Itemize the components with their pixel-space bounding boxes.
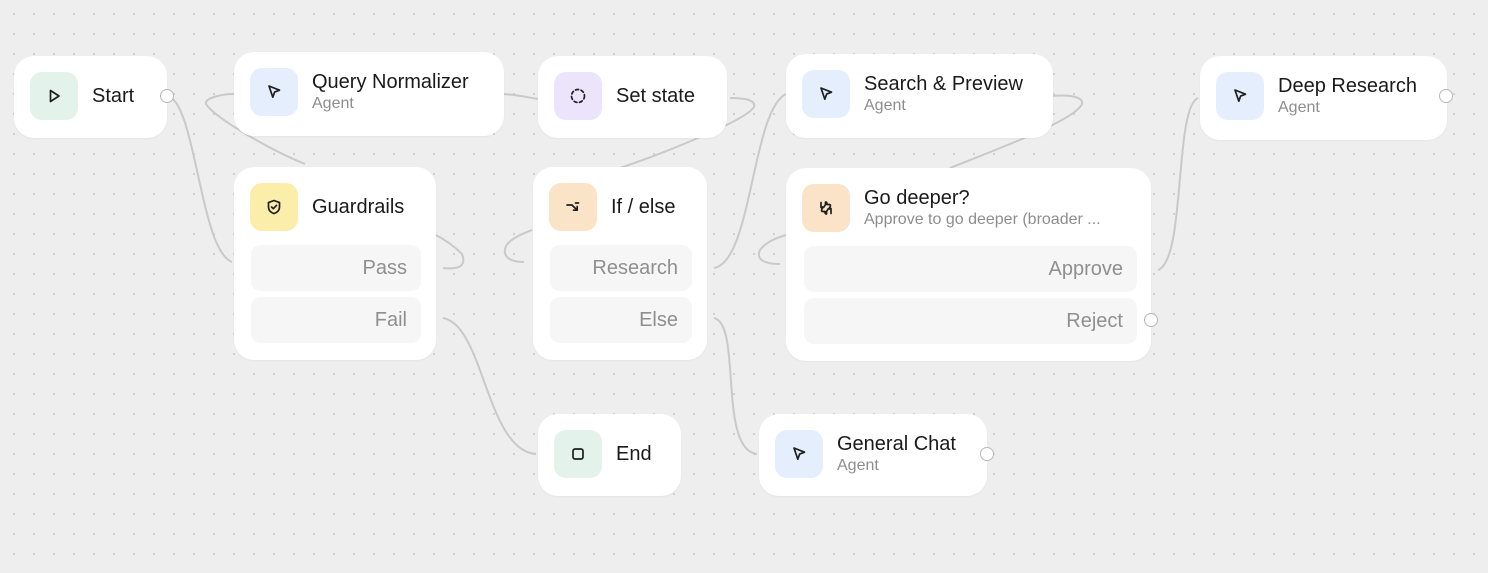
cursor-icon <box>802 70 850 118</box>
branch-else[interactable]: Else <box>550 297 692 343</box>
node-subtitle: Agent <box>837 457 879 474</box>
edge-fail-to-end <box>442 317 537 455</box>
cursor-icon <box>1216 72 1264 120</box>
start-output-port[interactable] <box>160 89 174 103</box>
node-subtitle: Agent <box>1278 99 1320 116</box>
node-subtitle: Approve to go deeper (broader ... <box>864 211 1101 228</box>
node-if-else[interactable]: If / else Research Else <box>533 167 707 360</box>
node-title: If / else <box>611 196 676 218</box>
play-icon <box>30 72 78 120</box>
edge-if-else-to-pass <box>503 229 533 263</box>
stop-square-icon <box>554 430 602 478</box>
node-title: Guardrails <box>312 196 405 218</box>
node-end[interactable]: End <box>538 414 681 496</box>
node-title: Search & Preview <box>864 73 1023 95</box>
node-start[interactable]: Start <box>14 56 167 138</box>
node-query-normalizer[interactable]: Query Normalizer Agent <box>234 52 504 136</box>
branch-reject[interactable]: Reject <box>804 298 1137 344</box>
node-general-chat[interactable]: General Chat Agent <box>759 414 987 496</box>
deep-research-output-port[interactable] <box>1439 89 1453 103</box>
node-title: End <box>616 443 652 465</box>
node-go-deeper[interactable]: Go deeper? Approve to go deeper (broader… <box>786 168 1151 361</box>
thumbs-icon <box>802 184 850 232</box>
node-title: General Chat <box>837 433 956 455</box>
edge-start-to-guardrails <box>167 95 233 263</box>
node-search-preview[interactable]: Search & Preview Agent <box>786 54 1053 138</box>
reject-output-port[interactable] <box>1144 313 1158 327</box>
branch-fail[interactable]: Fail <box>251 297 421 343</box>
branch-approve[interactable]: Approve <box>804 246 1137 292</box>
general-chat-output-port[interactable] <box>980 447 994 461</box>
node-title: Set state <box>616 85 695 107</box>
edge-else-to-general-chat <box>713 317 758 455</box>
node-title: Go deeper? <box>864 187 970 209</box>
node-set-state[interactable]: Set state <box>538 56 727 138</box>
edge-query-normalizer-to-set-state <box>502 93 539 100</box>
edge-approve-to-go-deeper <box>757 234 787 265</box>
node-deep-research[interactable]: Deep Research Agent <box>1200 56 1447 140</box>
node-subtitle: Agent <box>864 97 906 114</box>
cursor-icon <box>250 68 298 116</box>
cursor-icon <box>775 430 823 478</box>
node-guardrails[interactable]: Guardrails Pass Fail <box>234 167 436 360</box>
edge-approve-to-deep-research <box>1157 97 1199 271</box>
shield-check-icon <box>250 183 298 231</box>
node-title: Deep Research <box>1278 75 1417 97</box>
dashed-circle-icon <box>554 72 602 120</box>
branch-pass[interactable]: Pass <box>251 245 421 291</box>
edge-pass-to-if-else <box>433 233 465 270</box>
branch-research[interactable]: Research <box>550 245 692 291</box>
node-subtitle: Agent <box>312 95 354 112</box>
branch-arrow-icon <box>549 183 597 231</box>
node-title: Query Normalizer <box>312 71 469 93</box>
node-title: Start <box>92 85 135 107</box>
